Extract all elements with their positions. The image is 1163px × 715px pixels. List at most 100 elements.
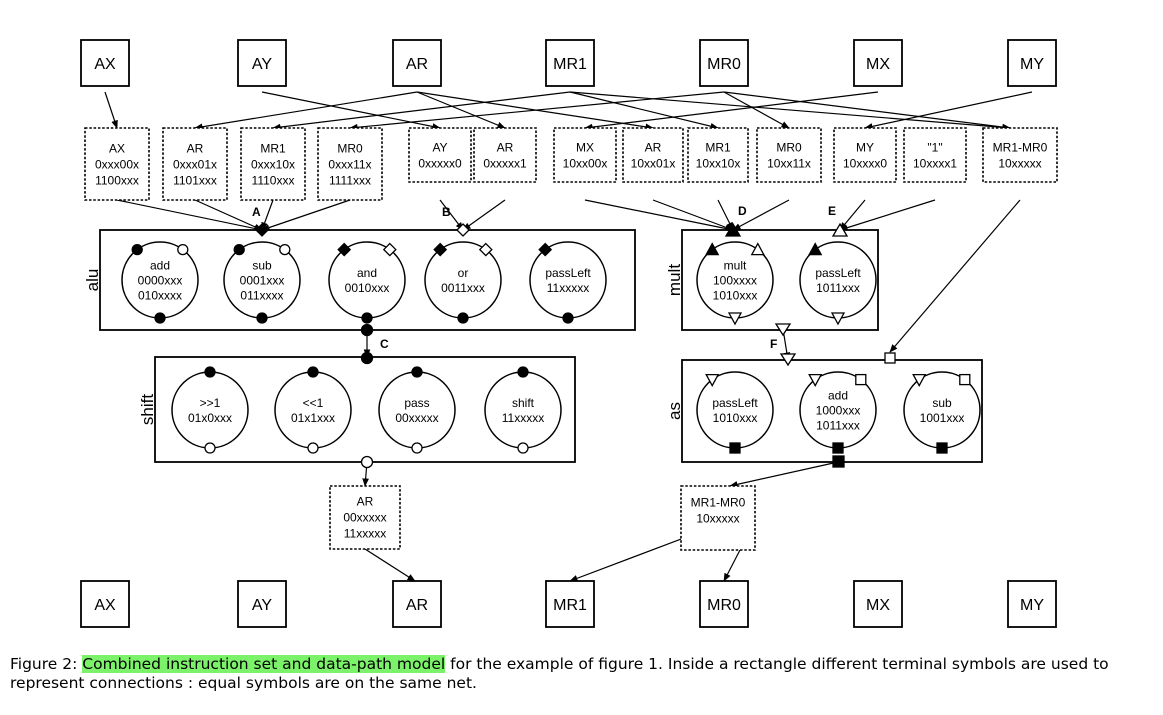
shift-operation-text: 01x1xxx xyxy=(291,411,335,425)
bottom-register-label: MY xyxy=(1020,597,1044,614)
terminal-circle xyxy=(177,243,189,256)
terminal-square xyxy=(729,442,741,454)
shift-unit-label: shift xyxy=(138,394,157,425)
bottom-register-label: MR1 xyxy=(553,597,587,614)
terminal-circle xyxy=(411,366,423,378)
source-box-line: 10xx01x xyxy=(631,156,676,170)
source-box xyxy=(408,127,472,183)
output-box-line: 11xxxxx xyxy=(344,526,386,540)
bottom-register-label: MR0 xyxy=(707,597,741,614)
terminal-triangle xyxy=(808,373,823,387)
source-box-line: "1" xyxy=(927,140,942,154)
terminal-triangle xyxy=(727,312,743,326)
terminal-triangle xyxy=(912,373,927,387)
bottom-register-label: AX xyxy=(94,597,116,614)
mult-unit-label: mult xyxy=(665,264,684,296)
terminal-circle xyxy=(204,442,216,454)
terminal-circle xyxy=(204,366,216,378)
net-junctions xyxy=(255,222,896,469)
mult-operation-text: passLeft xyxy=(815,266,861,280)
output-box-line: 00xxxxx xyxy=(343,510,386,524)
source-box-line: 10xx11x xyxy=(767,156,811,170)
top-register-box xyxy=(699,39,749,87)
source-box-line: 1110xxx xyxy=(252,173,295,187)
source-box xyxy=(317,127,383,201)
top-register-label: MR1 xyxy=(553,56,587,73)
source-box-line: MR1 xyxy=(705,140,731,154)
net-label: D xyxy=(738,204,747,218)
as-operation-text: sub xyxy=(932,396,952,410)
source-box xyxy=(84,127,150,201)
terminal-triangle xyxy=(750,242,765,256)
terminal-circle xyxy=(411,442,423,454)
terminal-triangle xyxy=(830,312,846,326)
mult-operation-text: 1010xxx xyxy=(713,288,758,302)
terminal-circle xyxy=(154,312,166,324)
terminal-diamond xyxy=(433,242,448,257)
shift-operation-text: >>1 xyxy=(200,396,221,410)
alu-operation-text: passLeft xyxy=(545,266,591,280)
alu-operation-text: 010xxxx xyxy=(138,288,182,302)
as-operation-text: 1001xxx xyxy=(920,411,965,425)
top-register-box xyxy=(237,39,287,87)
source-box-line: AR xyxy=(497,140,514,154)
top-register-label: MY xyxy=(1020,56,1044,73)
terminal-circle xyxy=(361,312,373,324)
source-box-line: 10xx00x xyxy=(563,156,608,170)
top-register-box xyxy=(853,39,903,87)
top-register-box xyxy=(80,39,130,87)
wires xyxy=(104,91,1033,582)
source-box xyxy=(903,127,967,183)
terminal-circle xyxy=(457,312,469,324)
source-box xyxy=(473,127,537,183)
source-box xyxy=(687,127,749,183)
terminal-circle xyxy=(517,366,529,378)
terminal-circle xyxy=(307,366,319,378)
source-box xyxy=(622,127,684,183)
terminal-circle xyxy=(517,442,529,454)
source-box-line: 0xxx11x xyxy=(328,157,371,171)
shift-operation-text: pass xyxy=(404,396,429,410)
terminal-circle xyxy=(131,243,143,256)
source-box-line: 10xxxx1 xyxy=(913,156,957,170)
output-box-line: 10xxxxx xyxy=(696,511,739,525)
caption-prefix: Figure 2: xyxy=(10,655,83,673)
top-register-label: MX xyxy=(866,56,890,73)
as-operation-text: 1011xxx xyxy=(816,418,860,432)
bottom-register-label: MX xyxy=(866,597,890,614)
bottom-register-label: AY xyxy=(252,597,272,614)
source-box-line: 0xxx00x xyxy=(95,157,139,171)
bottom-register-box xyxy=(80,580,130,628)
terminal-diamond xyxy=(538,242,553,257)
bottom-register-box xyxy=(853,580,903,628)
terminal-diamond xyxy=(337,242,352,257)
as-operation-text: add xyxy=(828,388,848,402)
mult-operation-text: 1011xxx xyxy=(816,281,860,295)
source-box-line: MR1-MR0 xyxy=(993,140,1048,154)
output-box xyxy=(329,485,401,550)
terminal-diamond xyxy=(382,242,397,257)
unit-boxes: aluadd0000xxx010xxxxsub0001xxx011xxxxand… xyxy=(83,229,983,463)
alu-unit-label: alu xyxy=(83,269,102,292)
bottom-register-label: AR xyxy=(406,597,428,614)
net-label: B xyxy=(442,205,451,219)
bottom-register-box xyxy=(699,580,749,628)
source-box xyxy=(833,127,897,183)
source-box-line: AX xyxy=(109,141,125,155)
alu-operation-text: 0000xxx xyxy=(138,273,183,287)
net-label: A xyxy=(252,205,261,219)
net-label: E xyxy=(828,204,836,218)
terminal-triangle xyxy=(705,373,720,387)
source-box-line: 1101xxx xyxy=(173,173,217,187)
alu-operation-text: sub xyxy=(252,258,272,272)
source-box-line: AR xyxy=(645,140,662,154)
top-register-label: AY xyxy=(252,56,272,73)
alu-operation-text: or xyxy=(458,266,469,280)
output-box-line: AR xyxy=(357,494,374,508)
source-box-line: 10xxxxx xyxy=(998,156,1041,170)
source-box-line: 1100xxx xyxy=(95,173,139,187)
alu-operation-text: 11xxxxx xyxy=(547,281,589,295)
